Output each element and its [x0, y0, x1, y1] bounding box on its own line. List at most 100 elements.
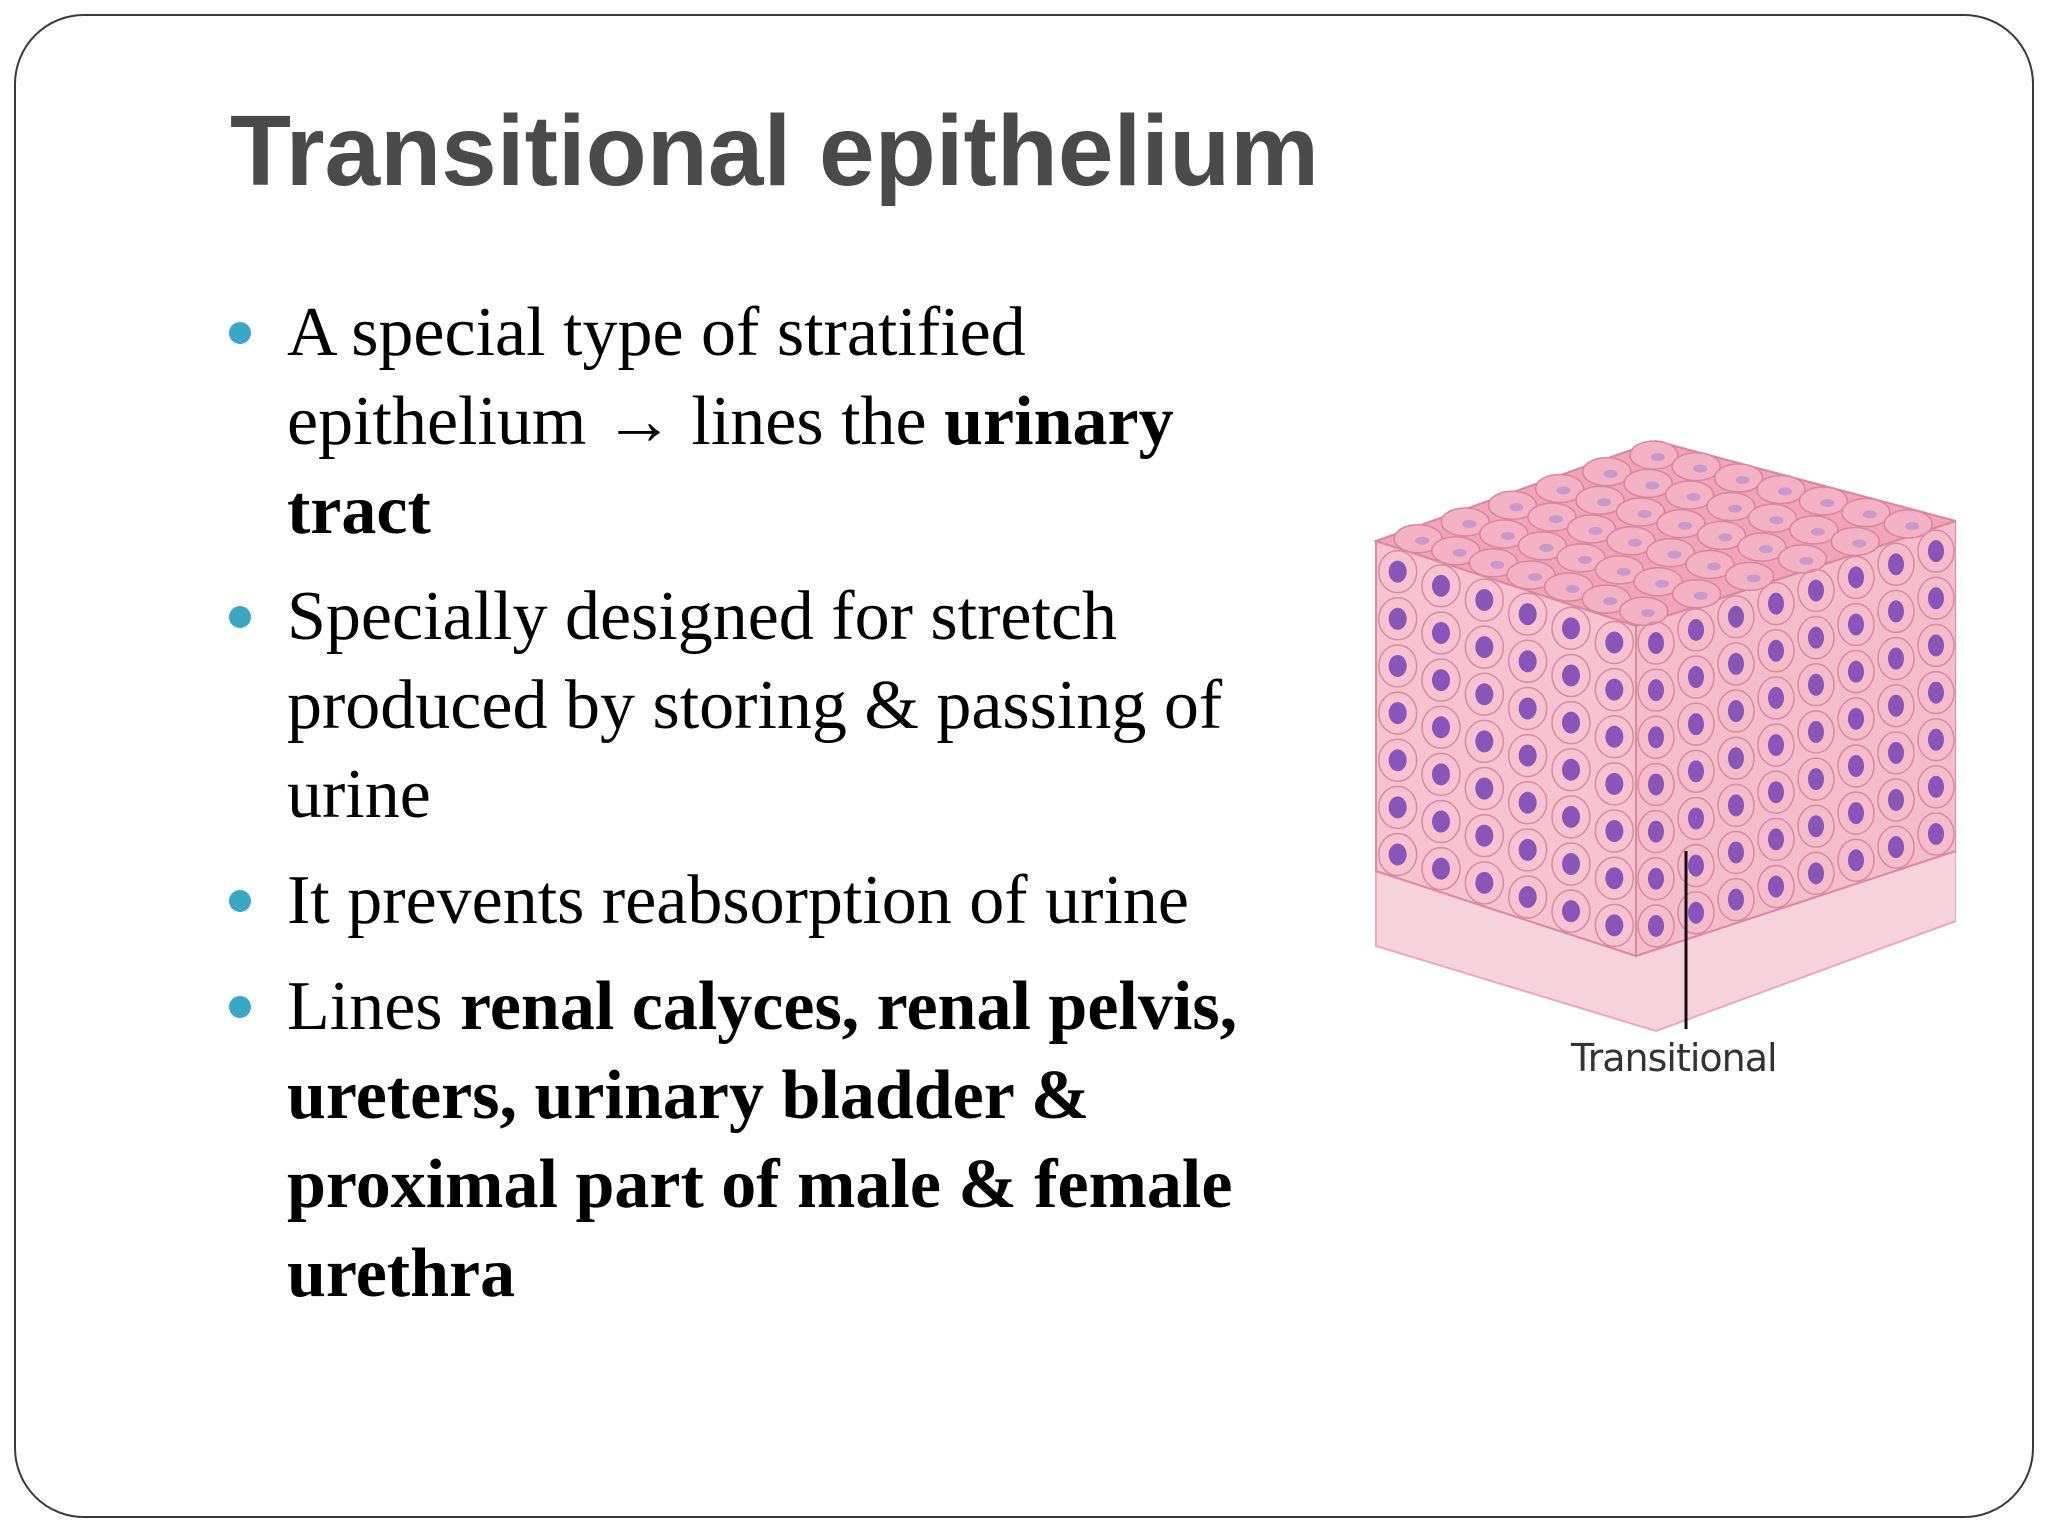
cell-nucleus: [1888, 553, 1904, 576]
slide-title: Transitional epithelium: [230, 95, 1320, 207]
cell-nucleus: [1648, 632, 1664, 655]
cell-nucleus: [1640, 609, 1655, 618]
epithelial-cell: [1837, 649, 1875, 694]
cell-nucleus: [1539, 543, 1554, 552]
cell-nucleus: [1667, 550, 1682, 559]
epithelial-cell: [1377, 691, 1418, 735]
cell-nucleus: [1688, 901, 1704, 924]
epithelial-cell: [1917, 670, 1955, 715]
cell-nucleus: [1518, 791, 1537, 814]
epithelial-cell: [1507, 875, 1548, 919]
cell-nucleus: [1728, 747, 1744, 770]
epithelial-cell: [1377, 832, 1418, 877]
cell-nucleus: [1648, 914, 1664, 937]
cell-nucleus: [1718, 533, 1733, 542]
epithelial-cell: [1677, 843, 1715, 888]
cell-nucleus: [1852, 539, 1867, 548]
cell-nucleus: [1808, 768, 1824, 791]
cell-nucleus: [1616, 567, 1631, 576]
cell-nucleus: [1808, 720, 1824, 743]
cell-nucleus: [1769, 516, 1784, 525]
cell-nucleus: [1688, 760, 1704, 783]
epithelial-cell: [1464, 813, 1505, 858]
cell-nucleus: [1808, 862, 1824, 885]
epithelial-cell: [1507, 686, 1548, 731]
cell-nucleus: [1603, 469, 1618, 478]
cell-nucleus: [1432, 574, 1450, 597]
cell-nucleus: [1928, 681, 1944, 704]
cell-nucleus: [1500, 531, 1515, 540]
epithelial-cell: [1464, 861, 1505, 905]
cell-nucleus: [1768, 639, 1784, 662]
cell-nucleus: [1388, 843, 1407, 866]
cell-nucleus: [1562, 805, 1580, 828]
epithelial-cell: [1717, 689, 1755, 733]
cell-nucleus: [1452, 548, 1467, 557]
cell-nucleus: [1648, 773, 1664, 796]
cell-nucleus: [1475, 824, 1494, 847]
cell-nucleus: [1509, 503, 1524, 512]
cell-nucleus: [1928, 587, 1944, 610]
cell-nucleus: [1518, 838, 1537, 861]
epithelial-cell: [1837, 744, 1875, 788]
epithelial-cell: [1917, 623, 1955, 668]
epithelial-cell: [1551, 606, 1591, 651]
cell-nucleus: [1686, 493, 1701, 502]
cell-nucleus: [1565, 585, 1580, 594]
cell-nucleus: [1548, 515, 1563, 524]
epithelial-cell: [1677, 749, 1715, 794]
epithelial-cell: [1551, 748, 1591, 792]
cell-nucleus: [1928, 728, 1944, 751]
cell-nucleus: [1888, 600, 1904, 623]
cell-nucleus: [1848, 613, 1864, 636]
bullet-text: Lines: [287, 968, 461, 1045]
cell-nucleus: [1778, 487, 1792, 496]
epithelial-cell: [1551, 653, 1591, 698]
cell-nucleus: [1562, 664, 1580, 687]
epithelial-cell: [1877, 542, 1915, 587]
bullet-item: Specially designed for stretch produced …: [229, 572, 1289, 839]
epithelial-cell: [1421, 705, 1461, 749]
cell-nucleus: [1928, 540, 1944, 563]
cell-nucleus: [1388, 749, 1407, 772]
cell-nucleus: [1648, 726, 1664, 749]
epithelial-cell: [1594, 762, 1635, 806]
cell-nucleus: [1650, 453, 1665, 462]
cell-nucleus: [1562, 617, 1580, 640]
cell-nucleus: [1735, 476, 1750, 485]
cell-nucleus: [1768, 828, 1784, 851]
epithelial-cell: [1464, 719, 1505, 764]
cell-nucleus: [1605, 772, 1624, 795]
slide-frame: Transitional epithelium A special type o…: [14, 14, 2034, 1518]
front-cell-layer: [1377, 549, 1635, 948]
epithelial-cell: [1917, 765, 1955, 809]
cell-nucleus: [1768, 592, 1784, 615]
cell-nucleus: [1605, 867, 1624, 890]
cell-nucleus: [1728, 700, 1744, 723]
epithelial-cell: [1917, 529, 1955, 573]
cell-nucleus: [1768, 781, 1784, 804]
cell-nucleus: [1928, 634, 1944, 657]
epithelial-cell: [1507, 592, 1548, 636]
transitional-epithelium-illustration: [1372, 439, 1956, 1033]
cell-nucleus: [1562, 758, 1580, 781]
cell-nucleus: [1578, 555, 1592, 564]
epithelial-cell: [1551, 889, 1591, 933]
bullet-item: A special type of stratified epithelium …: [229, 288, 1289, 555]
cell-nucleus: [1888, 788, 1904, 811]
cell-nucleus: [1432, 621, 1450, 644]
epithelial-cell: [1421, 752, 1461, 797]
epithelial-cell: [1637, 668, 1675, 712]
cell-nucleus: [1556, 486, 1571, 495]
cell-nucleus: [1848, 802, 1864, 825]
epithelial-cell: [1797, 568, 1835, 613]
cell-nucleus: [1388, 560, 1407, 583]
cell-nucleus: [1693, 591, 1708, 600]
epithelial-cell: [1507, 733, 1548, 778]
epithelial-cell: [1421, 564, 1461, 608]
cell-nucleus: [1475, 588, 1494, 611]
epithelial-cell: [1797, 851, 1835, 896]
epithelial-cell: [1757, 817, 1795, 862]
cell-nucleus: [1637, 509, 1652, 518]
epithelial-cell: [1551, 795, 1591, 839]
